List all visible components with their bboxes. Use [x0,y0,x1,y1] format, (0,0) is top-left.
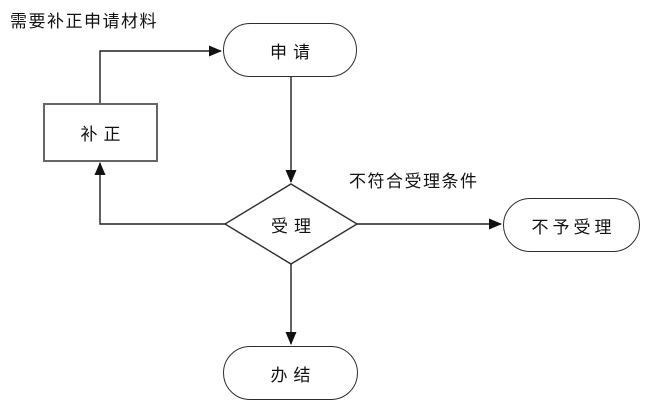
edge-label-reject-condition: 不符合受理条件 [349,172,479,191]
node-reject: 不予受理 [503,198,640,252]
node-correct: 补正 [43,103,158,162]
node-reject-label: 不予受理 [531,217,616,237]
edge-label-need-correction: 需要补正申请材料 [10,12,158,31]
node-review-label: 受理 [271,216,317,236]
node-apply-label: 申请 [270,42,316,62]
node-apply: 申请 [223,23,357,77]
node-done-label: 办结 [270,365,317,385]
node-review: 受理 [225,186,357,262]
node-correct-label: 补正 [80,125,127,144]
arrow-review-to-correct [94,162,225,225]
node-done: 办结 [223,346,358,400]
arrow-correct-to-apply [99,45,222,103]
